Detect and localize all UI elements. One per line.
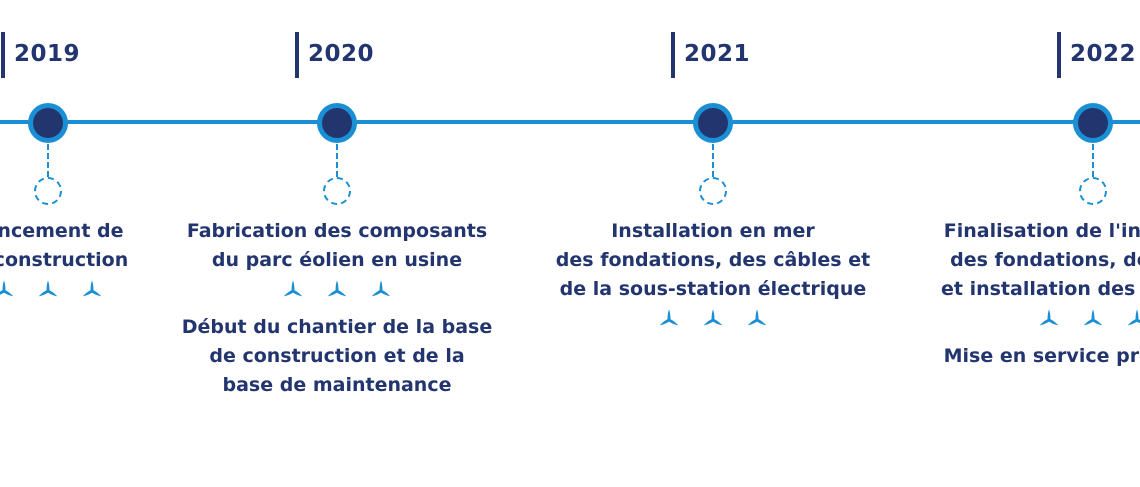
milestone-text-line: des fondations, des câbles et — [555, 249, 871, 271]
wind-turbine-icon — [0, 280, 14, 297]
milestone-text-block: Mise en service progressive — [913, 342, 1140, 371]
wind-turbine-icon — [703, 309, 723, 326]
milestone-description: Installation en mer des fondations, des c… — [533, 217, 893, 342]
milestone-text-line: la construction — [0, 249, 129, 271]
milestone-connector — [47, 144, 49, 177]
milestone-text-line: Lancement de — [0, 220, 124, 242]
timeline-axis — [0, 120, 1140, 124]
milestone-text-line: Début du chantier de la base — [181, 316, 493, 338]
milestone-node — [317, 103, 357, 143]
milestone-node — [28, 103, 68, 143]
milestone-connector — [1092, 144, 1094, 177]
milestone-text-line: de la sous-station électrique — [559, 278, 867, 300]
milestone-text-line: Installation en mer — [611, 220, 815, 242]
year-bar — [671, 32, 675, 78]
wind-turbine-icon — [283, 280, 303, 297]
milestone-node-inner — [1078, 108, 1108, 138]
milestone-text-line: Finalisation de l'installation — [943, 220, 1140, 242]
wind-turbine-icon — [38, 280, 58, 297]
milestone-ring — [699, 177, 727, 205]
wind-turbine-row — [533, 305, 893, 335]
milestone-text-block: Début du chantier de la base de construct… — [157, 313, 517, 400]
wind-turbine-icon — [327, 280, 347, 297]
milestone-connector — [336, 144, 338, 177]
year-label: 2021 — [684, 41, 751, 67]
wind-turbine-icon — [659, 309, 679, 326]
milestone-text-line: des fondations, des câbles — [950, 249, 1140, 271]
milestone-connector — [712, 144, 714, 177]
year-bar — [1, 32, 5, 78]
milestone-text-block: Lancement de la construction — [0, 217, 228, 275]
milestone-description: Fabrication des composants du parc éolien… — [157, 217, 517, 400]
year-bar — [1057, 32, 1061, 78]
milestone-text-line: et installation des éoliennes — [941, 278, 1140, 300]
milestone-ring — [34, 177, 62, 205]
year-label: 2019 — [14, 41, 81, 67]
milestone-node-inner — [322, 108, 352, 138]
wind-turbine-icon — [1039, 309, 1059, 326]
milestone-node-inner — [33, 108, 63, 138]
milestone-description: Lancement de la construction — [0, 217, 228, 313]
wind-turbine-row — [913, 305, 1140, 335]
milestone-text-block: Installation en mer des fondations, des c… — [533, 217, 893, 304]
year-bar — [295, 32, 299, 78]
wind-turbine-row — [157, 276, 517, 306]
milestone-description: Finalisation de l'installation des fondat… — [913, 217, 1140, 371]
milestone-text-line: de construction et de la — [209, 345, 465, 367]
milestone-node-inner — [698, 108, 728, 138]
wind-turbine-icon — [371, 280, 391, 297]
milestone-text-block: Fabrication des composants du parc éolien… — [157, 217, 517, 275]
milestone-text-line: Fabrication des composants — [186, 220, 488, 242]
milestone-text-line: base de maintenance — [222, 374, 452, 396]
milestone-text-block: Finalisation de l'installation des fondat… — [913, 217, 1140, 304]
milestone-node — [693, 103, 733, 143]
wind-turbine-icon — [747, 309, 767, 326]
milestone-node — [1073, 103, 1113, 143]
milestone-text-line: Mise en service progressive — [943, 345, 1140, 367]
milestone-ring — [323, 177, 351, 205]
wind-turbine-icon — [1083, 309, 1103, 326]
year-label: 2022 — [1070, 41, 1137, 67]
milestone-text-line: du parc éolien en usine — [211, 249, 463, 271]
wind-turbine-icon — [1127, 309, 1140, 326]
wind-turbine-icon — [82, 280, 102, 297]
year-label: 2020 — [308, 41, 375, 67]
wind-turbine-row — [0, 276, 228, 306]
milestone-ring — [1079, 177, 1107, 205]
